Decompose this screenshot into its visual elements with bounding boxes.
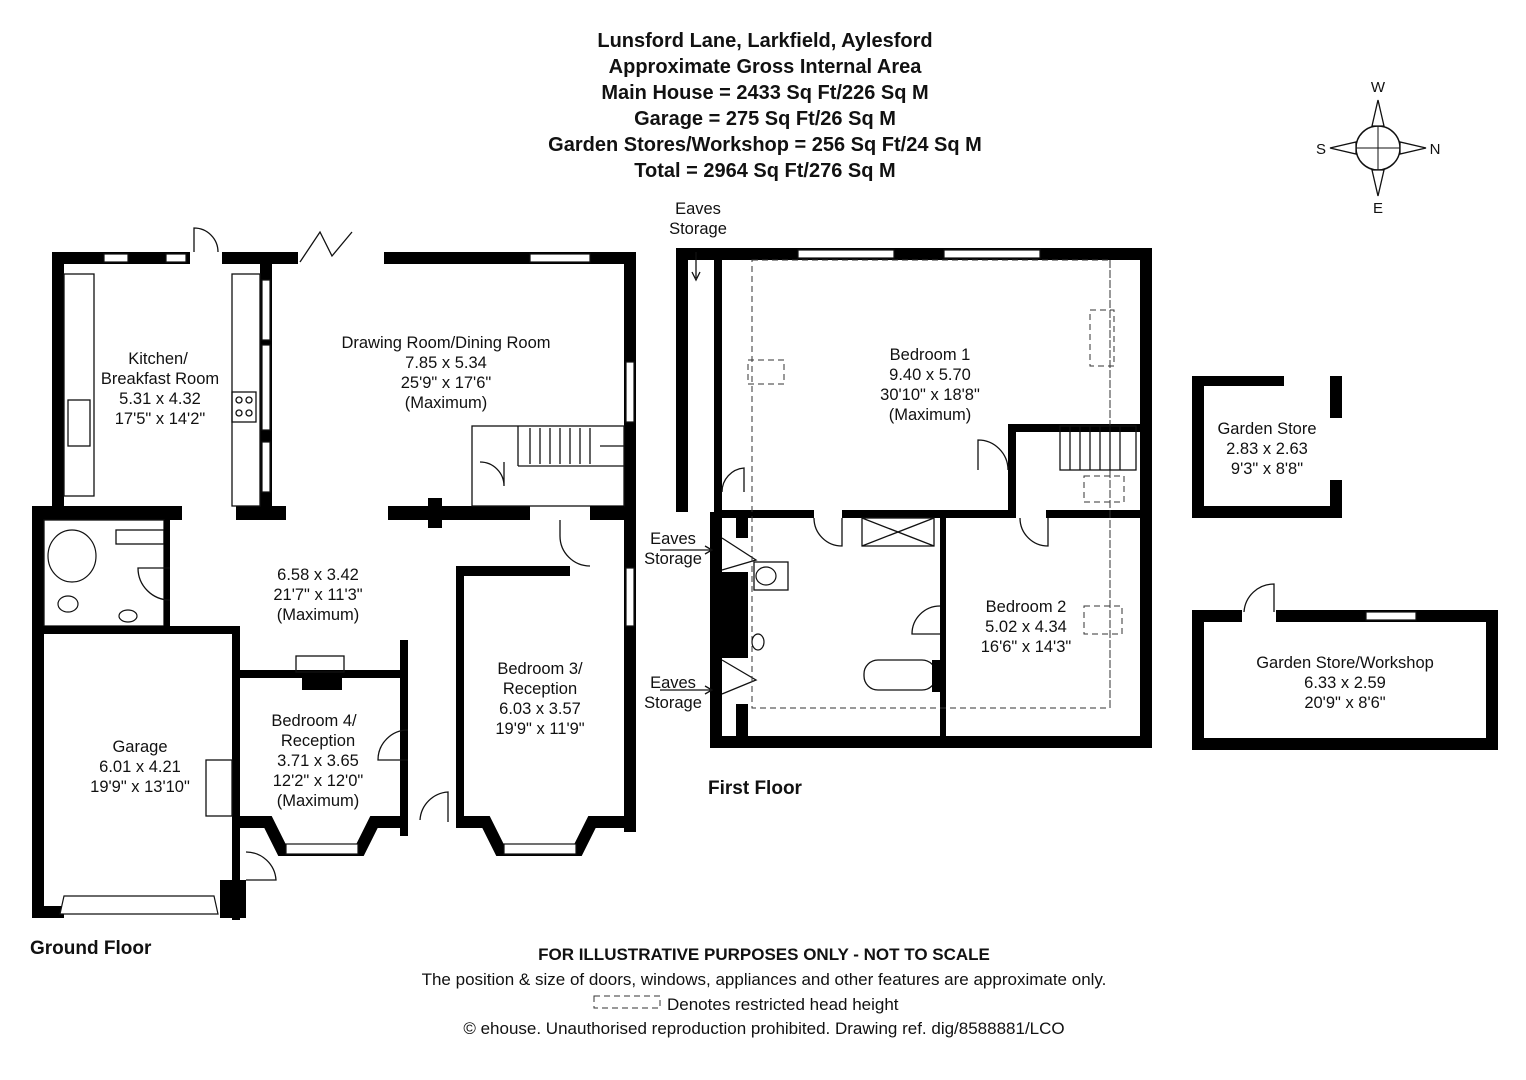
garage-area: Garage = 275 Sq Ft/26 Sq M bbox=[634, 108, 896, 130]
restricted-height-legend: Denotes restricted head height bbox=[667, 995, 899, 1014]
svg-text:Eaves: Eaves bbox=[675, 200, 721, 218]
svg-text:Garage: Garage bbox=[112, 738, 167, 756]
first-floor-plan bbox=[660, 248, 1152, 748]
svg-text:6.03 x 3.57: 6.03 x 3.57 bbox=[499, 700, 581, 718]
svg-text:Eaves: Eaves bbox=[650, 530, 696, 548]
main-house-area: Main House = 2433 Sq Ft/226 Sq M bbox=[601, 82, 928, 104]
room-garden-workshop: Garden Store/Workshop 6.33 x 2.59 20'9" … bbox=[1256, 654, 1434, 712]
first-floor-label: First Floor bbox=[708, 778, 803, 799]
stairs-ground bbox=[529, 428, 624, 464]
svg-text:(Maximum): (Maximum) bbox=[889, 406, 972, 424]
svg-text:6.33 x 2.59: 6.33 x 2.59 bbox=[1304, 674, 1386, 692]
svg-text:30'10" x 18'8": 30'10" x 18'8" bbox=[880, 386, 980, 404]
svg-text:6.58 x 3.42: 6.58 x 3.42 bbox=[277, 566, 359, 584]
room-bedroom-1: Bedroom 1 9.40 x 5.70 30'10" x 18'8" (Ma… bbox=[880, 346, 980, 424]
restricted-height-legend-icon bbox=[593, 995, 661, 1009]
room-kitchen: Kitchen/ Breakfast Room 5.31 x 4.32 17'5… bbox=[101, 350, 219, 428]
svg-text:Bedroom 1: Bedroom 1 bbox=[890, 346, 971, 364]
room-eaves-storage-top: Eaves Storage bbox=[669, 200, 727, 238]
svg-text:Reception: Reception bbox=[503, 680, 577, 698]
svg-text:Storage: Storage bbox=[669, 220, 727, 238]
svg-text:25'9" x 17'6": 25'9" x 17'6" bbox=[401, 374, 492, 392]
svg-text:19'9" x 11'9": 19'9" x 11'9" bbox=[495, 720, 584, 738]
compass-north: N bbox=[1430, 141, 1441, 158]
svg-text:Storage: Storage bbox=[644, 694, 702, 712]
svg-text:20'9" x 8'6": 20'9" x 8'6" bbox=[1304, 694, 1385, 712]
property-address: Lunsford Lane, Larkfield, Aylesford bbox=[597, 30, 932, 52]
room-eaves-storage-middle: Eaves Storage bbox=[644, 530, 702, 568]
svg-text:2.83 x 2.63: 2.83 x 2.63 bbox=[1226, 440, 1308, 458]
svg-text:(Maximum): (Maximum) bbox=[405, 394, 488, 412]
svg-text:9'3" x 8'8": 9'3" x 8'8" bbox=[1231, 460, 1303, 478]
room-bedroom-4: Bedroom 4/ Reception 3.71 x 3.65 12'2" x… bbox=[271, 712, 363, 810]
garden-store-plan bbox=[1192, 376, 1342, 518]
ground-floor-plan bbox=[32, 227, 636, 920]
room-drawing-dining: Drawing Room/Dining Room 7.85 x 5.34 25'… bbox=[341, 334, 550, 412]
svg-text:Bedroom 4/: Bedroom 4/ bbox=[271, 712, 357, 730]
disclaimer-text: The position & size of doors, windows, a… bbox=[422, 970, 1107, 989]
area-title: Approximate Gross Internal Area bbox=[609, 56, 923, 78]
svg-text:Garden Store: Garden Store bbox=[1217, 420, 1316, 438]
ground-floor-label: Ground Floor bbox=[30, 938, 152, 959]
svg-text:17'5" x 14'2": 17'5" x 14'2" bbox=[115, 410, 206, 428]
svg-text:(Maximum): (Maximum) bbox=[277, 606, 360, 624]
svg-text:Bedroom 3/: Bedroom 3/ bbox=[497, 660, 583, 678]
svg-text:Reception: Reception bbox=[281, 732, 355, 750]
disclaimer: FOR ILLUSTRATIVE PURPOSES ONLY - NOT TO … bbox=[422, 945, 1107, 1038]
svg-text:19'9" x 13'10": 19'9" x 13'10" bbox=[90, 778, 190, 796]
area-header: Lunsford Lane, Larkfield, Aylesford Appr… bbox=[548, 30, 982, 182]
workshop-plan bbox=[1192, 583, 1498, 750]
room-bedroom-2: Bedroom 2 5.02 x 4.34 16'6" x 14'3" bbox=[981, 598, 1072, 656]
stairs-first bbox=[1059, 425, 1137, 471]
compass-west: W bbox=[1371, 79, 1386, 96]
svg-text:5.31 x 4.32: 5.31 x 4.32 bbox=[119, 390, 201, 408]
svg-text:(Maximum): (Maximum) bbox=[277, 792, 360, 810]
svg-text:Kitchen/: Kitchen/ bbox=[128, 350, 188, 368]
svg-text:Breakfast Room: Breakfast Room bbox=[101, 370, 219, 388]
svg-text:5.02 x 4.34: 5.02 x 4.34 bbox=[985, 618, 1067, 636]
svg-text:9.40 x 5.70: 9.40 x 5.70 bbox=[889, 366, 971, 384]
copyright-notice: © ehouse. Unauthorised reproduction proh… bbox=[463, 1019, 1064, 1038]
room-hall: 6.58 x 3.42 21'7" x 11'3" (Maximum) bbox=[273, 566, 362, 624]
room-bedroom-3: Bedroom 3/ Reception 6.03 x 3.57 19'9" x… bbox=[495, 660, 584, 738]
svg-text:12'2" x 12'0": 12'2" x 12'0" bbox=[273, 772, 364, 790]
svg-text:7.85 x 5.34: 7.85 x 5.34 bbox=[405, 354, 487, 372]
svg-text:6.01 x 4.21: 6.01 x 4.21 bbox=[99, 758, 181, 776]
svg-text:Bedroom 2: Bedroom 2 bbox=[986, 598, 1067, 616]
total-area: Total = 2964 Sq Ft/276 Sq M bbox=[634, 160, 895, 182]
stores-area: Garden Stores/Workshop = 256 Sq Ft/24 Sq… bbox=[548, 134, 982, 156]
svg-text:Storage: Storage bbox=[644, 550, 702, 568]
compass-icon: W E S N bbox=[1316, 79, 1440, 217]
compass-east: E bbox=[1373, 200, 1383, 217]
disclaimer-title: FOR ILLUSTRATIVE PURPOSES ONLY - NOT TO … bbox=[538, 945, 990, 964]
room-garage: Garage 6.01 x 4.21 19'9" x 13'10" bbox=[90, 738, 190, 796]
svg-text:Garden Store/Workshop: Garden Store/Workshop bbox=[1256, 654, 1434, 672]
svg-text:3.71 x 3.65: 3.71 x 3.65 bbox=[277, 752, 359, 770]
svg-text:Drawing Room/Dining Room: Drawing Room/Dining Room bbox=[341, 334, 550, 352]
room-garden-store: Garden Store 2.83 x 2.63 9'3" x 8'8" bbox=[1217, 420, 1316, 478]
room-eaves-storage-lower: Eaves Storage bbox=[644, 674, 702, 712]
compass-south: S bbox=[1316, 141, 1326, 158]
svg-text:21'7" x 11'3": 21'7" x 11'3" bbox=[273, 586, 362, 604]
svg-text:16'6" x 14'3": 16'6" x 14'3" bbox=[981, 638, 1072, 656]
svg-text:Eaves: Eaves bbox=[650, 674, 696, 692]
